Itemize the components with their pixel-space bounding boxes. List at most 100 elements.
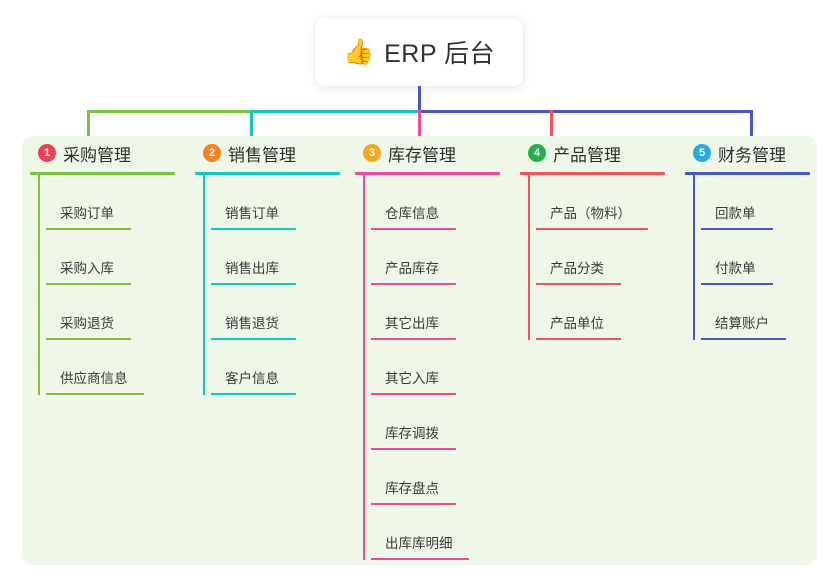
leaf-item[interactable]: 其它入库 [363, 340, 500, 395]
column-badge-5: 5 [693, 144, 711, 162]
leaf-item[interactable]: 产品库存 [363, 230, 500, 285]
leaf-label: 仓库信息 [385, 206, 439, 221]
column-spine-1 [38, 175, 40, 395]
leaf-item[interactable]: 采购订单 [38, 175, 175, 230]
leaf-item[interactable]: 客户信息 [203, 340, 340, 395]
leaf-label: 产品库存 [385, 261, 439, 276]
column-spine-5 [693, 175, 695, 340]
column-header-2[interactable]: 2 销售管理 [195, 136, 340, 170]
leaf-item[interactable]: 出库库明细 [363, 505, 500, 560]
connector-drop-5 [750, 110, 753, 140]
leaf-item[interactable]: 付款单 [693, 230, 810, 285]
column-badge-3: 3 [363, 144, 381, 162]
column-header-4[interactable]: 4 产品管理 [520, 136, 665, 170]
column-items-2: 销售订单销售出库销售退货客户信息 [195, 175, 340, 395]
leaf-rule [46, 393, 144, 395]
leaf-rule [536, 228, 648, 230]
column-badge-2: 2 [203, 144, 221, 162]
connector-drop-4 [550, 110, 553, 140]
leaf-label: 其它入库 [385, 371, 439, 386]
column-title-2: 销售管理 [228, 145, 296, 165]
leaf-label: 采购退货 [60, 316, 114, 331]
leaf-rule [211, 338, 296, 340]
column-2: 2 销售管理销售订单销售出库销售退货客户信息 [195, 136, 340, 395]
leaf-rule [371, 228, 456, 230]
leaf-rule [211, 393, 296, 395]
leaf-rule [536, 338, 621, 340]
column-items-3: 仓库信息产品库存其它出库其它入库库存调拨库存盘点出库库明细 [355, 175, 500, 560]
leaf-item[interactable]: 其它出库 [363, 285, 500, 340]
column-title-3: 库存管理 [388, 145, 456, 165]
column-5: 5 财务管理回款单付款单结算账户 [685, 136, 810, 340]
leaf-label: 供应商信息 [60, 371, 128, 386]
leaf-item[interactable]: 采购退货 [38, 285, 175, 340]
leaf-rule [371, 558, 469, 560]
column-badge-4: 4 [528, 144, 546, 162]
column-rule-3 [355, 172, 500, 175]
leaf-rule [701, 283, 773, 285]
column-spine-2 [203, 175, 205, 395]
leaf-rule [211, 228, 296, 230]
leaf-rule [46, 228, 131, 230]
column-title-4: 产品管理 [553, 145, 621, 165]
column-items-1: 采购订单采购入库采购退货供应商信息 [30, 175, 175, 395]
leaf-rule [701, 228, 773, 230]
leaf-item[interactable]: 销售订单 [203, 175, 340, 230]
leaf-label: 销售出库 [225, 261, 279, 276]
leaf-item[interactable]: 采购入库 [38, 230, 175, 285]
leaf-label: 回款单 [715, 206, 756, 221]
column-rule-4 [520, 172, 665, 175]
column-rule-2 [195, 172, 340, 175]
connector-trunk [418, 86, 421, 112]
leaf-item[interactable]: 库存调拨 [363, 395, 500, 450]
leaf-label: 销售订单 [225, 206, 279, 221]
leaf-label: 库存调拨 [385, 426, 439, 441]
leaf-rule [536, 283, 621, 285]
leaf-item[interactable]: 回款单 [693, 175, 810, 230]
leaf-item[interactable]: 结算账户 [693, 285, 810, 340]
thumbs-up-icon: 👍 [342, 37, 375, 66]
column-spine-3 [363, 175, 365, 560]
leaf-label: 付款单 [715, 261, 756, 276]
leaf-item[interactable]: 产品（物料） [528, 175, 665, 230]
leaf-item[interactable]: 产品单位 [528, 285, 665, 340]
leaf-item[interactable]: 供应商信息 [38, 340, 175, 395]
leaf-item[interactable]: 产品分类 [528, 230, 665, 285]
root-node[interactable]: 👍 ERP 后台 [315, 18, 523, 86]
leaf-label: 结算账户 [715, 316, 769, 331]
connector-drop-3 [418, 110, 421, 140]
leaf-item[interactable]: 销售出库 [203, 230, 340, 285]
column-rule-5 [685, 172, 810, 175]
leaf-rule [701, 338, 786, 340]
leaf-label: 产品分类 [550, 261, 604, 276]
column-3: 3 库存管理仓库信息产品库存其它出库其它入库库存调拨库存盘点出库库明细 [355, 136, 500, 560]
leaf-rule [371, 338, 456, 340]
leaf-label: 库存盘点 [385, 481, 439, 496]
leaf-label: 产品单位 [550, 316, 604, 331]
leaf-rule [371, 393, 456, 395]
leaf-label: 出库库明细 [385, 536, 453, 551]
column-title-5: 财务管理 [718, 145, 786, 165]
leaf-label: 采购订单 [60, 206, 114, 221]
leaf-label: 产品（物料） [550, 206, 631, 221]
connector-bus-green [87, 110, 252, 113]
column-header-5[interactable]: 5 财务管理 [685, 136, 810, 170]
connector-drop-1 [87, 110, 90, 140]
leaf-rule [46, 283, 131, 285]
leaf-label: 采购入库 [60, 261, 114, 276]
column-items-5: 回款单付款单结算账户 [685, 175, 810, 340]
column-4: 4 产品管理产品（物料） 产品分类产品单位 [520, 136, 665, 340]
leaf-item[interactable]: 库存盘点 [363, 450, 500, 505]
leaf-rule [46, 338, 131, 340]
column-header-3[interactable]: 3 库存管理 [355, 136, 500, 170]
column-badge-1: 1 [38, 144, 56, 162]
connector-bus-teal [250, 110, 420, 113]
leaf-label: 销售退货 [225, 316, 279, 331]
leaf-item[interactable]: 销售退货 [203, 285, 340, 340]
leaf-rule [211, 283, 296, 285]
leaf-item[interactable]: 仓库信息 [363, 175, 500, 230]
connector-drop-2 [250, 110, 253, 140]
